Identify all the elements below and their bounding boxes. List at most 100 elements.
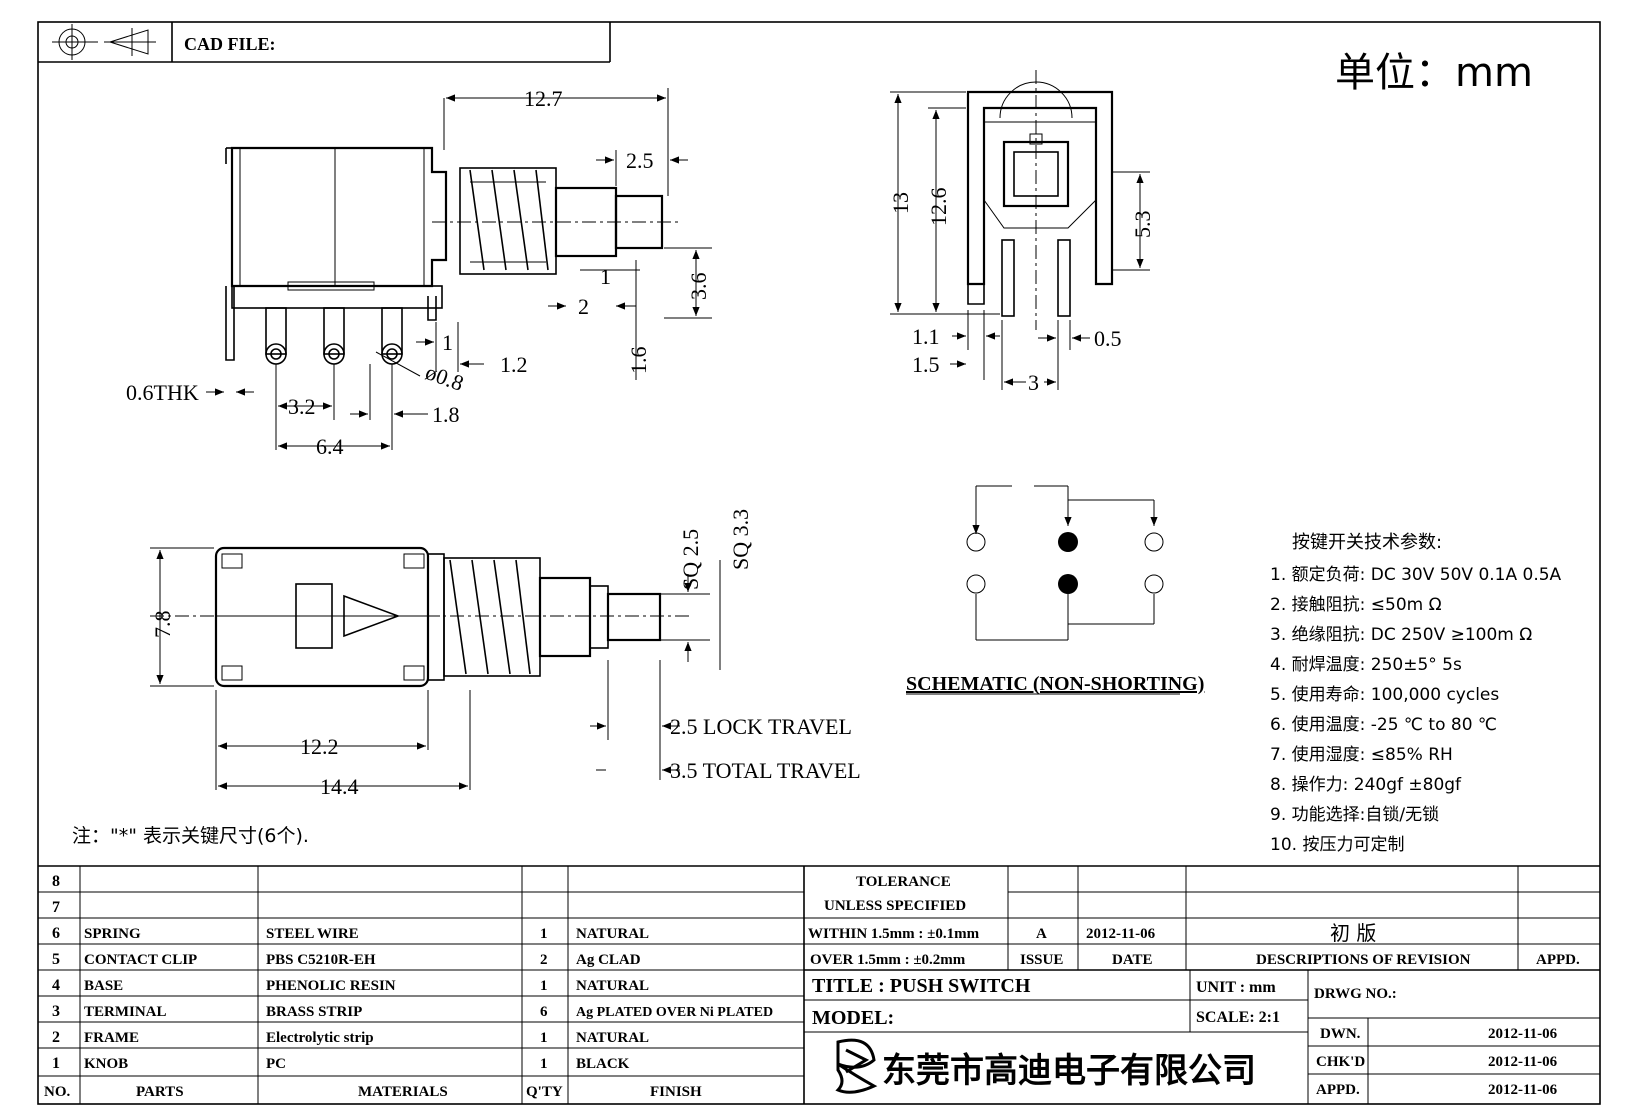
revision-date: 2012-11-06: [1086, 926, 1156, 942]
revision-description: 初 版: [1330, 921, 1376, 945]
schematic-label: SCHEMATIC (NON-SHORTING): [906, 673, 1204, 695]
header-no: NO.: [44, 1084, 71, 1100]
note: 注："*" 表示关键尺寸(6个).: [72, 825, 309, 847]
row-mat-3: BRASS STRIP: [266, 1004, 362, 1020]
row-mat-4: PHENOLIC RESIN: [266, 978, 396, 994]
company-logo-icon: [835, 1038, 878, 1094]
spec-item-1: 1. 额定负荷: DC 30V 50V 0.1A 0.5A: [1270, 565, 1562, 585]
spec-item-6: 6. 使用温度: -25 ℃ to 80 ℃: [1270, 714, 1497, 735]
dim-2-5: 2.5: [626, 148, 654, 173]
spec-item-2: 2. 接触阻抗: ≤50m Ω: [1270, 595, 1442, 615]
spec-item-8: 8. 操作力: 240gf ±80gf: [1270, 775, 1462, 795]
spec-item-4: 4. 耐焊温度: 250±5° 5s: [1270, 655, 1462, 675]
header-qty: Q'TY: [526, 1084, 563, 1100]
spec-item-9: 9. 功能选择:自锁/无锁: [1270, 805, 1439, 825]
front-view: 13 12.6 5.3 1.1 1.5 0.5 3: [888, 70, 1155, 395]
dim-1-1: 1.1: [912, 324, 940, 349]
row-no-1: 1: [52, 1055, 60, 1072]
row-fin-5: Ag CLAD: [576, 952, 641, 968]
dim-1-2: 1.2: [500, 352, 528, 377]
scale-value: SCALE: 2:1: [1196, 1009, 1280, 1026]
side-view: 12.7 2.5 3.6 1 2 1.6 1 1.2 ø0.8 0.6THK 3…: [126, 86, 712, 459]
cad-file-label: CAD FILE:: [184, 34, 276, 54]
spec-item-5: 5. 使用寿命: 100,000 cycles: [1270, 684, 1499, 705]
unit-label: 单位：mm: [1335, 50, 1533, 96]
dim-1-a: 1: [600, 264, 611, 289]
desc-label: DESCRIPTIONS OF REVISION: [1256, 952, 1471, 968]
row-no-5: 5: [52, 951, 60, 968]
lock-travel: 2.5 LOCK TRAVEL: [670, 714, 852, 739]
row-mat-6: STEEL WIRE: [266, 926, 359, 942]
dim-2: 2: [578, 294, 589, 319]
dim-3-6: 3.6: [686, 273, 711, 301]
row-no-6: 6: [52, 925, 60, 942]
projection-symbol-icon: [52, 24, 156, 60]
dim-14-4: 14.4: [320, 774, 359, 799]
appd-date: 2012-11-06: [1488, 1082, 1558, 1098]
row-no-3: 3: [52, 1003, 60, 1020]
spec-item-10: 10. 按压力可定制: [1270, 835, 1404, 855]
spec-title: 按键开关技术参数:: [1292, 532, 1442, 553]
dim-1-8: 1.8: [432, 402, 460, 427]
row-part-2: FRAME: [84, 1030, 139, 1046]
dwn-label: DWN.: [1320, 1026, 1361, 1042]
bom-table: 8 7 6 SPRING STEEL WIRE 1 NATURAL 5 CONT…: [38, 865, 1600, 1104]
revision-block: TOLERANCE UNLESS SPECIFIED WITHIN 1.5mm …: [804, 866, 1600, 971]
drwg-no-label: DRWG NO.:: [1314, 986, 1397, 1002]
dim-7-8: 7.8: [150, 611, 175, 639]
tolerance-title-2: UNLESS SPECIFIED: [824, 898, 966, 914]
chkd-date: 2012-11-06: [1488, 1054, 1558, 1070]
row-part-4: BASE: [84, 978, 123, 994]
header-finish: FINISH: [650, 1084, 702, 1100]
row-qty-6: 1: [540, 926, 548, 942]
spec-item-7: 7. 使用湿度: ≤85% RH: [1270, 744, 1453, 765]
row-qty-1: 1: [540, 1056, 548, 1072]
header-parts: PARTS: [136, 1084, 184, 1100]
dim-1-b: 1: [442, 330, 453, 355]
row-fin-3: Ag PLATED OVER Ni PLATED: [576, 1005, 773, 1020]
appd-label-rev: APPD.: [1536, 952, 1580, 968]
row-fin-4: NATURAL: [576, 978, 649, 994]
row-part-1: KNOB: [84, 1056, 128, 1072]
dim-thk: 0.6THK: [126, 380, 199, 405]
dim-hole: ø0.8: [422, 359, 467, 396]
sheet-border: [37, 21, 1601, 1105]
company-name: 东莞市高迪电子有限公司: [882, 1051, 1256, 1091]
row-mat-1: PC: [266, 1056, 286, 1072]
header-materials: MATERIALS: [358, 1084, 448, 1100]
dim-12-2: 12.2: [300, 734, 339, 759]
unit-value: UNIT : mm: [1196, 979, 1276, 996]
schematic: SCHEMATIC (NON-SHORTING): [906, 485, 1204, 695]
row-mat-5: PBS C5210R-EH: [266, 952, 376, 968]
top-view: 7.8 SQ 2.5 SQ 3.3 12.2 14.4 2.5 LOCK TRA…: [150, 509, 861, 799]
dim-12-6: 12.6: [926, 188, 951, 227]
dim-1-5: 1.5: [912, 352, 940, 377]
row-qty-4: 1: [540, 978, 548, 994]
row-qty-2: 1: [540, 1030, 548, 1046]
dim-1-6: 1.6: [626, 347, 651, 375]
dim-13: 13: [888, 192, 913, 214]
dim-12-7: 12.7: [524, 86, 563, 111]
tolerance-title-1: TOLERANCE: [856, 874, 951, 890]
cad-header: CAD FILE:: [38, 22, 611, 63]
dwn-date: 2012-11-06: [1488, 1026, 1558, 1042]
row-no-4: 4: [52, 977, 60, 994]
dim-sq-3-3: SQ 3.3: [728, 509, 753, 570]
model-label: MODEL:: [812, 1007, 894, 1029]
spec-list: 按键开关技术参数: 1. 额定负荷: DC 30V 50V 0.1A 0.5A …: [1270, 532, 1562, 855]
revision-issue: A: [1036, 926, 1047, 942]
row-mat-2: Electrolytic strip: [266, 1030, 374, 1046]
dim-6-4: 6.4: [316, 434, 344, 459]
chkd-label: CHK'D: [1316, 1054, 1365, 1070]
row-part-6: SPRING: [84, 926, 141, 942]
total-travel: 3.5 TOTAL TRAVEL: [670, 758, 861, 783]
row-qty-5: 2: [540, 952, 548, 968]
row-fin-2: NATURAL: [576, 1030, 649, 1046]
row-part-3: TERMINAL: [84, 1004, 167, 1020]
row-no-8: 8: [52, 873, 60, 890]
dim-3-2: 3.2: [288, 394, 316, 419]
dim-sq-2-5: SQ 2.5: [678, 529, 703, 590]
spec-item-3: 3. 绝缘阻抗: DC 250V ≥100m Ω: [1270, 625, 1532, 645]
row-qty-3: 6: [540, 1004, 548, 1020]
